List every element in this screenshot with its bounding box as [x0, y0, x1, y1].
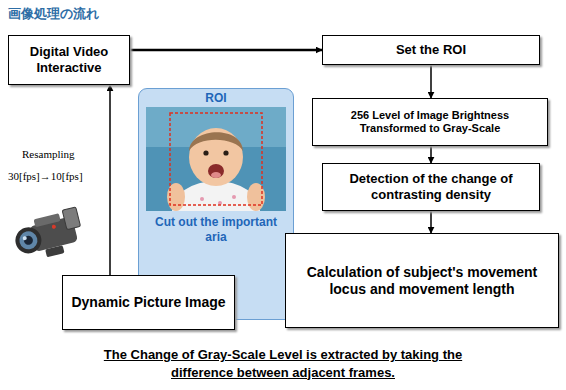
- dress-dot: [232, 195, 236, 199]
- annotation-label: Resampling: [22, 148, 75, 160]
- flow-arrow: [130, 49, 322, 52]
- process-box: Detection of the change of contrasting d…: [322, 163, 540, 211]
- annotation-label: 30[fps]→10[fps]: [8, 170, 83, 182]
- process-box: 256 Level of Image Brightness Transforme…: [312, 98, 548, 146]
- baby-face: [189, 128, 243, 186]
- flow-arrow: [109, 85, 111, 275]
- region-note: Cut out the important aria: [143, 215, 289, 244]
- camera-grip: [45, 245, 64, 257]
- camera-lens: [13, 225, 45, 257]
- box-label: Digital Video Interactive: [15, 44, 123, 75]
- baby-eye: [203, 151, 208, 156]
- diagram-caption: The Change of Gray-Scale Level is extrac…: [83, 346, 483, 381]
- baby-photo: [146, 107, 286, 211]
- box-label: Dynamic Picture Image: [71, 294, 225, 311]
- camera-top: [34, 213, 61, 227]
- flow-arrow: [430, 211, 432, 233]
- baby-tongue: [211, 172, 221, 178]
- process-box: Dynamic Picture Image: [62, 275, 235, 330]
- process-box: Set the ROI: [322, 35, 540, 65]
- box-label: Detection of the change of contrasting d…: [329, 171, 533, 202]
- region-heading: ROI: [205, 91, 226, 105]
- dress-dot: [200, 197, 204, 201]
- process-box: Calculation of subject's movement locus …: [285, 233, 559, 328]
- box-label: 256 Level of Image Brightness Transforme…: [319, 109, 541, 135]
- flow-arrow: [430, 65, 432, 98]
- video-camera-icon: [12, 198, 88, 274]
- camera-screen: [62, 207, 80, 230]
- lens-highlight: [22, 236, 27, 241]
- diagram-title: 画像処理の流れ: [8, 5, 99, 23]
- baby-eye: [223, 151, 228, 156]
- box-label: Calculation of subject's movement locus …: [292, 264, 552, 298]
- baby-arm: [167, 183, 185, 211]
- baby-mouth: [208, 164, 224, 178]
- record-light: [51, 224, 56, 229]
- box-label: Set the ROI: [396, 42, 466, 58]
- baby-hair: [189, 133, 243, 152]
- camera-lens-glass: [18, 229, 40, 251]
- flow-arrow: [430, 146, 432, 163]
- camera-lens-core: [23, 235, 34, 246]
- roi-frame: [170, 113, 262, 205]
- process-box: Digital Video Interactive: [8, 35, 130, 85]
